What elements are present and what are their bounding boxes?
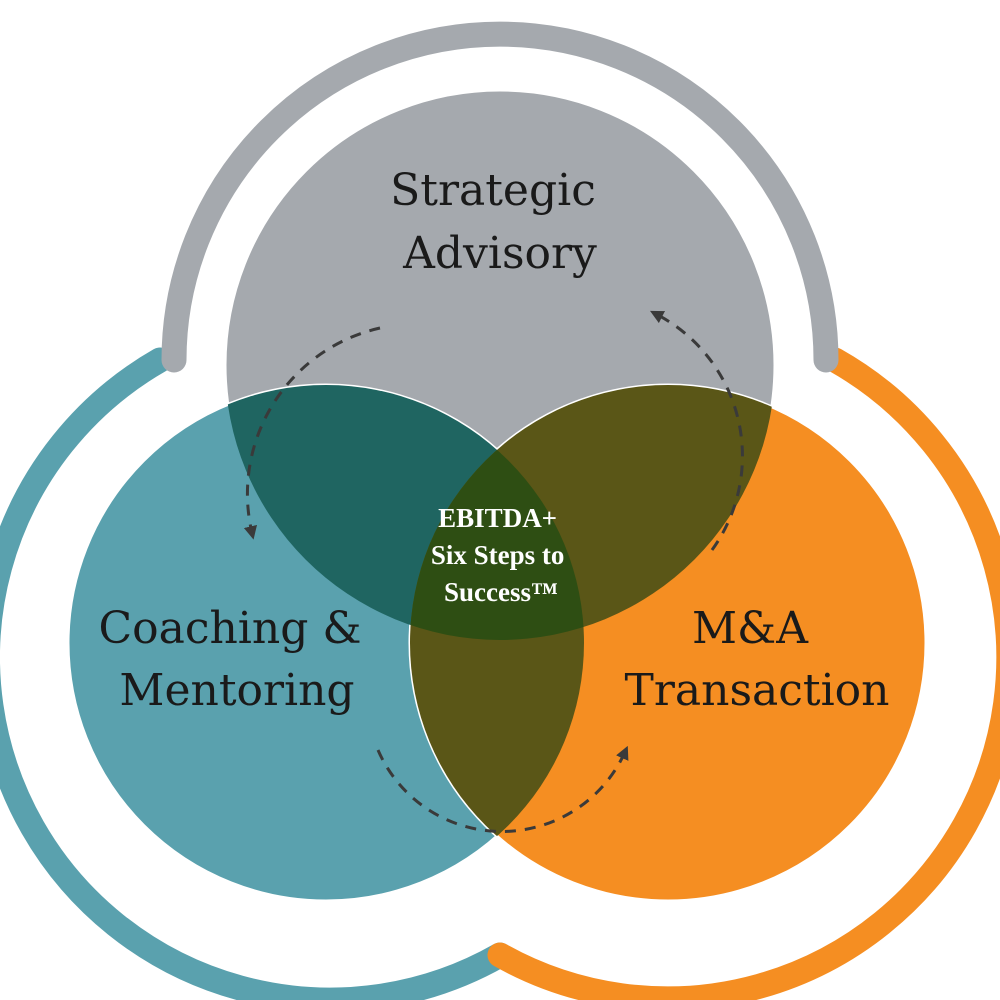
ma-transaction-label: M&A Transaction xyxy=(625,603,890,716)
center-overlap xyxy=(410,385,584,640)
center-label: EBITDA+ Six Steps to Success™ xyxy=(431,503,571,607)
strategic-advisory-label: Strategic Advisory xyxy=(390,165,610,279)
ma-outer-ring xyxy=(487,347,1000,1000)
coaching-mentoring-label: Coaching & Mentoring xyxy=(98,603,375,716)
arrow-coaching-to-ma xyxy=(376,745,629,833)
coaching-outer-ring xyxy=(0,347,513,1000)
strategic-outer-ring xyxy=(161,21,839,373)
